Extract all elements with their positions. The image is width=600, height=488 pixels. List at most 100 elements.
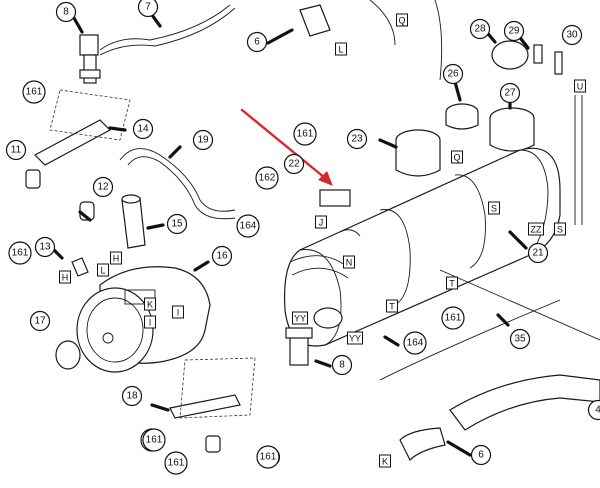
reference-letter: I xyxy=(177,308,180,318)
callout-number: 22 xyxy=(288,159,300,170)
end-cap xyxy=(55,340,81,370)
part-callout: 26 xyxy=(442,63,464,85)
part-callout: 18 xyxy=(121,385,143,407)
reference-letter: Q xyxy=(453,153,460,163)
callout-circle xyxy=(346,128,368,150)
part-callout: 8 xyxy=(55,1,77,23)
valve-top xyxy=(79,34,101,84)
reference-letter: K xyxy=(382,457,388,467)
main-tank xyxy=(283,147,561,347)
part-callout: 14 xyxy=(132,118,154,140)
elbow xyxy=(399,427,446,462)
callout-number: 18 xyxy=(126,391,138,402)
callout-number: 17 xyxy=(34,316,46,327)
callout-circle xyxy=(29,310,51,332)
reference-letter: Q xyxy=(398,16,405,26)
callout-circle xyxy=(142,428,166,452)
part-callout: 161 xyxy=(293,122,317,146)
part-callout: 16 xyxy=(211,245,233,267)
part-callout: 27 xyxy=(499,82,521,104)
reference-box-frame xyxy=(488,201,500,215)
callout-circle xyxy=(255,166,279,190)
callout-number: 161 xyxy=(297,129,314,140)
valve-lower xyxy=(285,307,343,366)
callout-number: 27 xyxy=(504,88,516,99)
reference-letter: L xyxy=(100,266,105,276)
reference-box-frame xyxy=(396,13,408,27)
callout-circle xyxy=(503,20,525,42)
reference-letter: T xyxy=(449,279,455,289)
part-callout: 21 xyxy=(527,242,549,264)
reference-box: Q xyxy=(451,150,463,164)
callout-circle xyxy=(403,331,427,355)
reference-box: T xyxy=(386,299,398,313)
hose xyxy=(449,374,600,431)
reference-letter: ZZ xyxy=(531,225,542,235)
cable-35 xyxy=(439,269,600,341)
reference-box: S xyxy=(488,201,500,215)
callout-number: 6 xyxy=(478,450,484,461)
reference-box-frame xyxy=(59,270,71,284)
reference-box-frame xyxy=(554,222,566,236)
reference-box: YY xyxy=(347,331,363,345)
callout-circle xyxy=(34,236,56,258)
callout-circle xyxy=(587,399,600,421)
callout-circle xyxy=(164,451,188,475)
bent-pipe xyxy=(119,148,236,212)
part-callout: 12 xyxy=(92,176,114,198)
reference-box-frame xyxy=(446,276,458,290)
fitting-upper xyxy=(25,169,41,189)
reference-box-frame xyxy=(528,222,544,236)
reference-box: K xyxy=(144,297,156,311)
callout-circle xyxy=(256,445,280,469)
reference-letter: L xyxy=(338,45,343,55)
reference-letter: S xyxy=(491,204,497,214)
part-callout: 17 xyxy=(29,310,51,332)
part-callout: 15 xyxy=(166,213,188,235)
callout-number: 161 xyxy=(260,452,277,463)
callout-circle xyxy=(561,24,583,46)
callout-circle xyxy=(470,444,492,466)
valve-22 xyxy=(319,189,351,207)
reference-box-frame xyxy=(386,299,398,313)
callout-number: 161 xyxy=(168,458,185,469)
reference-letter: H xyxy=(113,254,120,264)
reference-box: H xyxy=(59,270,71,284)
reference-box-frame xyxy=(574,79,586,93)
callout-number: 14 xyxy=(137,124,149,135)
cap-28 xyxy=(491,40,529,70)
reference-letter: U xyxy=(577,82,584,92)
callout-circle xyxy=(132,118,154,140)
callout-number: 7 xyxy=(145,2,151,13)
end-housing xyxy=(76,266,211,373)
callout-layer: 8761611411121611319151621616417161222326… xyxy=(5,0,600,475)
reference-box: I xyxy=(172,305,184,319)
cable xyxy=(99,4,231,51)
reference-box-frame xyxy=(315,215,327,229)
callout-circle xyxy=(92,176,114,198)
reference-box: H xyxy=(110,251,122,265)
reference-box-frame xyxy=(110,251,122,265)
callout-circle xyxy=(166,213,188,235)
reference-letter: I xyxy=(149,318,152,328)
callout-circle xyxy=(331,354,353,376)
callout-circle xyxy=(211,245,233,267)
part-callout: 164 xyxy=(403,331,427,355)
callout-circle xyxy=(236,214,260,238)
part-callout: 161 xyxy=(441,306,465,330)
callout-number: 161 xyxy=(445,313,462,324)
reference-box-frame xyxy=(451,150,463,164)
callout-circle xyxy=(469,18,491,40)
part-callout: 6 xyxy=(470,444,492,466)
callout-circle xyxy=(441,306,465,330)
part-callout: 161 xyxy=(164,451,188,475)
callout-number: 161 xyxy=(26,87,43,98)
reference-box-frame xyxy=(343,255,355,269)
part-callout: 29 xyxy=(503,20,525,42)
callout-number: 161 xyxy=(146,435,163,446)
callout-circle xyxy=(137,0,159,18)
callout-number: 19 xyxy=(197,135,209,146)
reference-box: J xyxy=(315,215,327,229)
callout-number: 8 xyxy=(339,360,345,371)
